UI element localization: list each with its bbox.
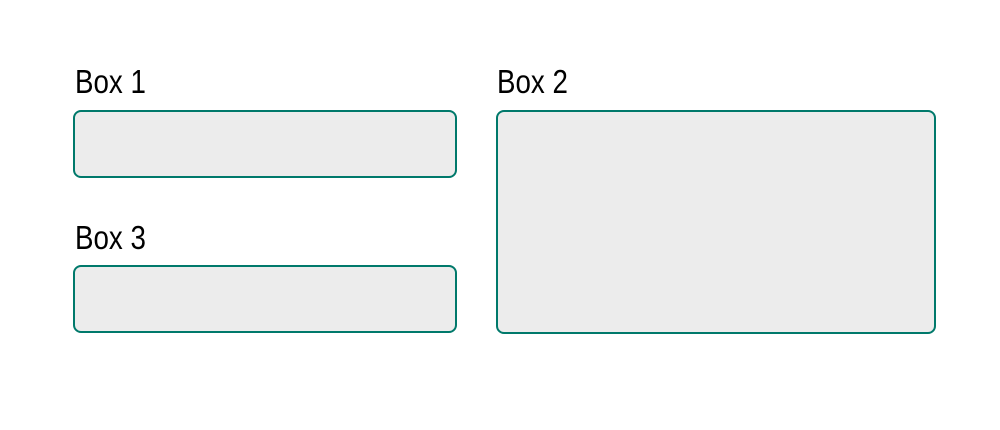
box3-panel[interactable] (73, 265, 457, 333)
box1-label: Box 1 (75, 63, 146, 100)
box3-label: Box 3 (75, 219, 146, 256)
box2-label: Box 2 (497, 63, 568, 100)
box2-panel[interactable] (496, 110, 936, 334)
box1-panel[interactable] (73, 110, 457, 178)
